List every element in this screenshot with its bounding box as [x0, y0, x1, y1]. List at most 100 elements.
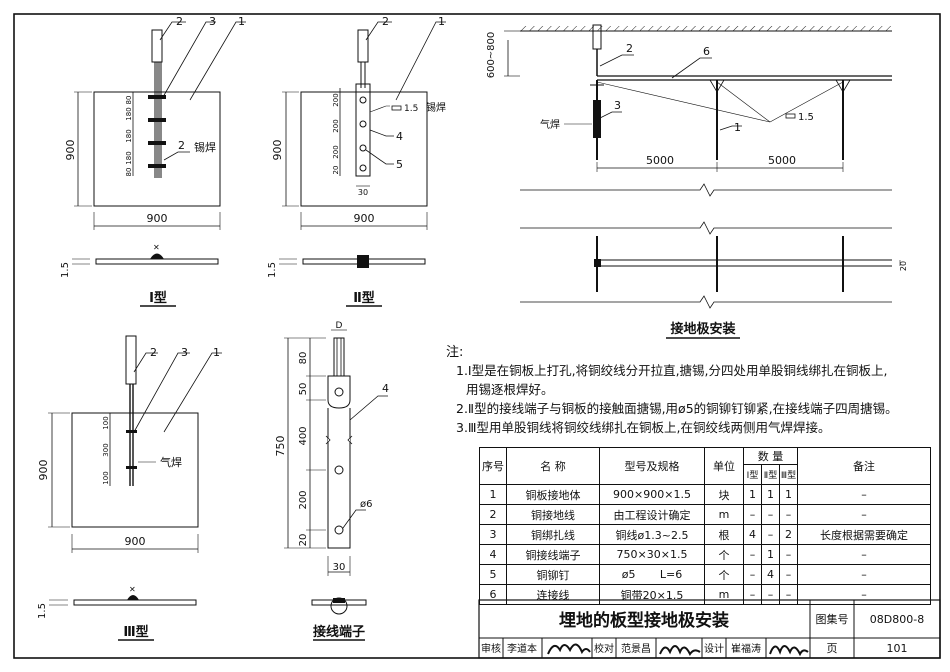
type1-gap-4: 180	[125, 151, 133, 164]
type1-callout-3: 3	[209, 15, 216, 28]
type3-title: Ⅲ型	[123, 624, 148, 640]
bom-cell: –	[743, 584, 762, 605]
type2-gap-1: 200	[332, 93, 340, 106]
type1-gap-5: 80	[125, 168, 133, 177]
bom-cell: 铜铆钉	[506, 564, 600, 585]
type2-width-dim: 900	[354, 212, 375, 225]
bom-cell: 连接线	[506, 584, 600, 605]
install-depth: 600~800	[486, 32, 497, 79]
bom-cell: 1	[761, 544, 780, 565]
table-row: 6 连接线 铜带20×1.5 m – – – –	[479, 584, 931, 605]
terminal-gap-2: 50	[298, 383, 309, 396]
bom-cell: 4	[743, 524, 762, 545]
type2-width: 30	[358, 188, 368, 197]
bom-cell: 4	[761, 564, 780, 585]
bom-cell: –	[761, 524, 780, 545]
bom-cell: 2	[479, 504, 507, 525]
type1-binding-1	[148, 95, 166, 99]
type1-side-view	[95, 258, 219, 265]
bom-cell: 块	[704, 484, 744, 505]
install-span-2: 5000	[768, 154, 796, 167]
type1-weld-callout: 2	[178, 139, 185, 152]
bom-cell: 1	[479, 484, 507, 505]
atlas-label: 图集号	[816, 612, 849, 626]
install-callout-1: 1	[734, 121, 741, 134]
bom-cell: 个	[704, 564, 744, 585]
terminal-gap-3: 400	[298, 426, 309, 445]
install-callout-2: 2	[626, 42, 633, 55]
install-callout-3: 3	[614, 99, 621, 112]
type1-callout-1: 1	[238, 15, 245, 28]
bom-cell: –	[743, 564, 762, 585]
review-label: 审核	[481, 642, 501, 655]
bom-cell: –	[797, 504, 931, 525]
install-strip-width: 20	[899, 261, 908, 271]
bom-cell: 1	[761, 484, 780, 505]
bom-cell: –	[797, 484, 931, 505]
note-line-2: 用锡逐根焊好。	[466, 382, 554, 397]
type1-gap-3: 180	[125, 129, 133, 142]
bom-cell: 6	[479, 584, 507, 605]
type1-gap-1: 80	[125, 96, 133, 105]
checker-signature	[659, 645, 701, 656]
type3-drawing: 100 300 100 2 3 1 气焊 900 900 ✕ 1.5 Ⅲ型	[37, 335, 222, 641]
type1-conductor-sleeve	[151, 29, 163, 63]
atlas-number: 08D800-8	[870, 613, 924, 626]
type2-thickness-label: 1.5	[404, 104, 418, 114]
bom-h-qty: 数 量	[743, 447, 798, 465]
type2-weld-label: 锡焊	[426, 101, 446, 114]
bom-h-no: 序号	[479, 447, 507, 485]
notes-heading: 注:	[446, 345, 464, 360]
bom-cell: 长度根据需要确定	[797, 524, 931, 545]
type2-callout-4: 4	[396, 130, 403, 143]
sheet-frame	[13, 13, 941, 659]
bom-cell: m	[704, 584, 744, 605]
bom-h-name: 名 称	[506, 447, 600, 485]
type1-callout-2: 2	[176, 15, 183, 28]
designer-name: 崔福涛	[731, 642, 761, 655]
bom-cell: 铜接线端子	[506, 544, 600, 565]
type2-gap-2: 200	[332, 119, 340, 132]
bom-cell: 750×30×1.5	[599, 544, 705, 565]
type3-height-dim: 900	[37, 460, 50, 481]
bom-cell: m	[704, 504, 744, 525]
type1-title: Ⅰ型	[149, 290, 167, 306]
bom-cell: 铜线ø1.3~2.5	[599, 524, 705, 545]
bom-cell: –	[779, 584, 798, 605]
design-label: 设计	[704, 642, 724, 655]
type1-binding-3	[148, 141, 166, 145]
type3-weld-label: 气焊	[160, 455, 182, 469]
bom-cell: –	[743, 504, 762, 525]
type1-height-dim: 900	[64, 140, 77, 161]
install-weld-label: 气焊	[540, 118, 560, 131]
drawing-title: 埋地的板型接地极安装	[559, 610, 729, 631]
bom-h-note: 备注	[797, 447, 931, 485]
type3-callout-3: 3	[181, 346, 188, 359]
bom-cell: 铜接地线	[506, 504, 600, 525]
type1-width-dim: 900	[147, 212, 168, 225]
bom-cell: 3	[479, 524, 507, 545]
terminal-d-label: D	[336, 321, 343, 331]
type1-drawing: 80 180 180 180 80 2 3 1 2 锡焊 900 900 ✕ 1…	[60, 15, 246, 307]
note-line-1: 1.Ⅰ型是在铜板上打孔,将铜绞线分开拉直,搪锡,分四处用单股铜线绑扎在铜板上,	[456, 363, 888, 378]
terminal-title: 接线端子	[313, 624, 365, 640]
type2-drawing: 200 200 200 20 30 2 1 1.5 锡焊 4 5 900 900…	[267, 15, 446, 307]
terminal-total: 750	[274, 436, 287, 457]
table-row: 1 铜板接地体 900×900×1.5 块 1 1 1 –	[479, 484, 931, 505]
table-row: 4 铜接线端子 750×30×1.5 个 – 1 – –	[479, 544, 931, 565]
bom-subheader-row: Ⅰ型 Ⅱ型 Ⅲ型	[480, 464, 931, 485]
type3-width-dim: 900	[125, 535, 146, 548]
bom-table: 序号 名 称 型号及规格 单位 数 量 备注 Ⅰ型 Ⅱ型 Ⅲ型 1 铜板接地体 …	[479, 447, 931, 605]
bom-cell: ø5 L=6	[599, 564, 705, 585]
install-span-1: 5000	[646, 154, 674, 167]
terminal-drawing: D 80 50 400 200 20 750 4 ø6 30	[274, 321, 389, 641]
terminal-gap-1: 80	[298, 352, 309, 365]
bom-cell: –	[779, 544, 798, 565]
install-callout-6: 6	[703, 45, 710, 58]
reviewer-name: 李道本	[507, 642, 537, 655]
type3-callout-2: 2	[150, 346, 157, 359]
type1-binding-2	[148, 118, 166, 122]
bom-cell: –	[797, 564, 931, 585]
bom-cell: –	[743, 544, 762, 565]
type1-weld-label: 锡焊	[194, 140, 216, 154]
